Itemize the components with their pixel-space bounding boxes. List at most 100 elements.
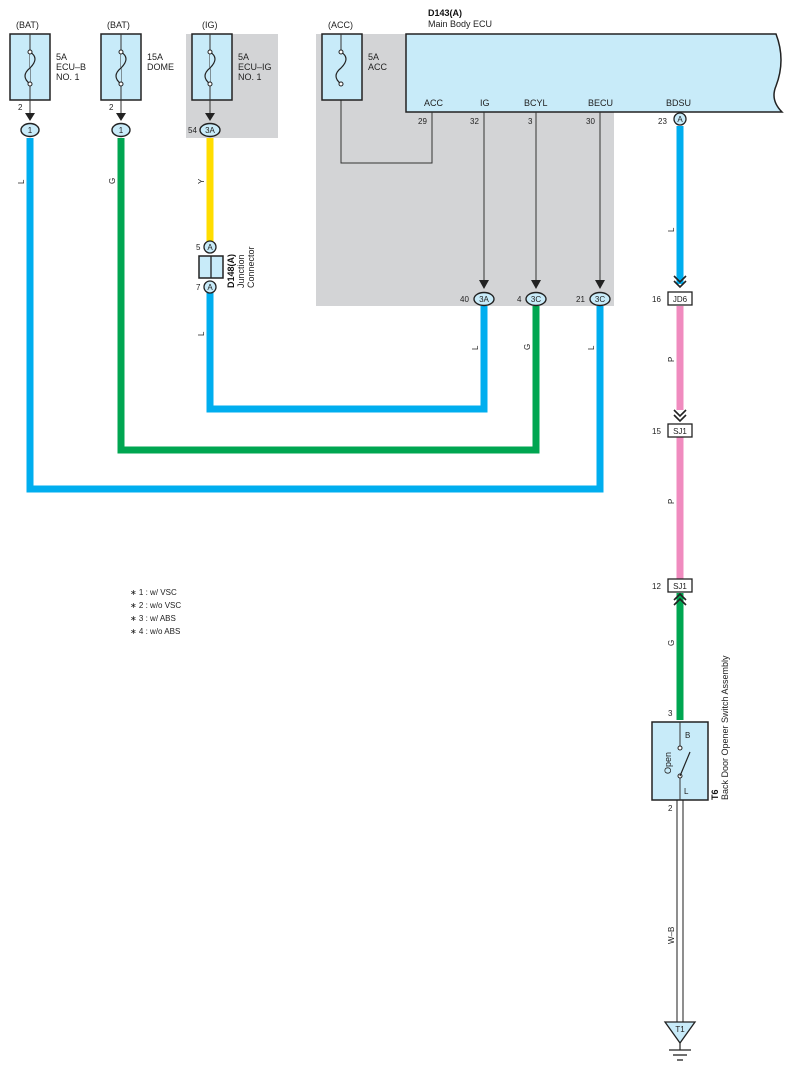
double-chevron-down-icon bbox=[673, 275, 687, 289]
switch-pin-bottom: 2 bbox=[668, 804, 673, 813]
note: ∗ 4 : w/o ABS bbox=[130, 627, 180, 636]
inline-conn-name: SJ1 bbox=[673, 427, 687, 436]
becu-arrow-icon bbox=[595, 280, 605, 289]
arrow-down-icon bbox=[116, 113, 126, 121]
wire-color-label: L bbox=[17, 179, 26, 184]
wire-color-label: L bbox=[587, 345, 596, 350]
ecu-code: D143(A) bbox=[428, 8, 462, 18]
ig-arrow-icon bbox=[479, 280, 489, 289]
junction-pin-bottom: 7 bbox=[196, 283, 201, 292]
bottom-conn: 3A bbox=[479, 295, 489, 304]
arrow-down-icon bbox=[205, 113, 215, 121]
fuse-source: (BAT) bbox=[16, 20, 39, 30]
note: ∗ 1 : w/ VSC bbox=[130, 588, 177, 597]
ecu-pin-bcyl-num: 3 bbox=[528, 117, 533, 126]
ecu-pin-acc-num: 29 bbox=[418, 117, 427, 126]
double-chevron-down-icon bbox=[673, 409, 687, 423]
ecu-pin-acc-label: ACC bbox=[424, 98, 444, 108]
ecu-connector-21: 3C 21 bbox=[576, 291, 611, 307]
acc-internal-line bbox=[340, 90, 433, 164]
inline-conn-pin: 15 bbox=[652, 427, 661, 436]
junction-conn-bottom: A bbox=[207, 283, 213, 292]
switch-pin-top: 3 bbox=[668, 709, 673, 718]
switch-code: T6 bbox=[710, 789, 720, 800]
wire-color-label: G bbox=[523, 344, 532, 350]
wire-color-label: G bbox=[108, 178, 117, 184]
fuse-element-icon bbox=[24, 51, 36, 85]
wire-color-label: L bbox=[471, 345, 480, 350]
ground-label: T1 bbox=[675, 1025, 685, 1034]
junction-conn-top: A bbox=[207, 243, 213, 252]
fuse-name-2: NO. 1 bbox=[56, 72, 80, 82]
switch-name: Back Door Opener Switch Assembly bbox=[720, 655, 730, 800]
fuse-rating: 5A bbox=[238, 52, 249, 62]
ground-t1: T1 bbox=[663, 1021, 697, 1061]
ecu-pin-bcyl-label: BCYL bbox=[524, 98, 548, 108]
fuse-conn: 3A bbox=[205, 126, 215, 135]
fuse-ecu-ig: (IG) 5A ECU–IG NO. 1 54 3A bbox=[188, 20, 272, 138]
ecu-connector-4: 3C 4 bbox=[517, 291, 547, 307]
fuse-name-2: NO. 1 bbox=[238, 72, 262, 82]
ground-icon bbox=[669, 1049, 691, 1061]
fuse-acc: (ACC) 5A ACC bbox=[321, 20, 388, 101]
ecu-pin-bdsu-label: BDSU bbox=[666, 98, 691, 108]
fuse-rating: 15A bbox=[147, 52, 163, 62]
fuse-source: (IG) bbox=[202, 20, 218, 30]
connector-jd6: JD6 16 bbox=[652, 275, 693, 306]
wire-color-label: L bbox=[197, 331, 206, 336]
junction-connector: A 5 A 7 D148(A) Junction Connector bbox=[196, 240, 256, 294]
inline-conn-name: JD6 bbox=[673, 295, 688, 304]
inline-conn-pin: 16 bbox=[652, 295, 661, 304]
fuse-pin: 2 bbox=[18, 103, 23, 112]
note: ∗ 3 : w/ ABS bbox=[130, 614, 176, 623]
fuse-pin: 2 bbox=[109, 103, 114, 112]
bottom-pin: 21 bbox=[576, 295, 585, 304]
fuse-dome: (BAT) 15A DOME 2 1 bbox=[100, 20, 174, 138]
main-body-ecu: D143(A) Main Body ECU ACC IG BCYL BECU B… bbox=[405, 8, 784, 113]
fuse-element-icon bbox=[204, 51, 216, 85]
fuse-source: (BAT) bbox=[107, 20, 130, 30]
switch-label: Open bbox=[663, 752, 673, 774]
inline-conn-pin: 12 bbox=[652, 582, 661, 591]
ecu-pin-ig-label: IG bbox=[480, 98, 490, 108]
fuse-pin: 54 bbox=[188, 126, 197, 135]
junction-pin-top: 5 bbox=[196, 243, 201, 252]
wire-color-label: L bbox=[667, 227, 676, 232]
wire-color-label: G bbox=[667, 640, 676, 646]
bottom-conn: 3C bbox=[595, 295, 605, 304]
bdsu-conn: A bbox=[677, 115, 683, 124]
ecu-pin-ig-num: 32 bbox=[470, 117, 479, 126]
inline-conn-name: SJ1 bbox=[673, 582, 687, 591]
back-door-opener-switch: 3 B L Open 2 T6 Back Door Opener Switch … bbox=[651, 655, 730, 813]
note: ∗ 2 : w/o VSC bbox=[130, 601, 181, 610]
wire-color-label: W–B bbox=[667, 927, 676, 944]
switch-term-bottom: L bbox=[684, 787, 689, 796]
bottom-conn: 3C bbox=[531, 295, 541, 304]
ecu-pin-bdsu-num: 23 bbox=[658, 117, 667, 126]
ecu-name: Main Body ECU bbox=[428, 19, 492, 29]
fuse-element-icon bbox=[335, 51, 347, 85]
fuse-name: ACC bbox=[368, 62, 388, 72]
ecu-pin-becu-label: BECU bbox=[588, 98, 613, 108]
arrow-down-icon bbox=[25, 113, 35, 121]
switch-term-top: B bbox=[685, 731, 690, 740]
fuse-source: (ACC) bbox=[328, 20, 353, 30]
junction-name: Junction bbox=[236, 254, 246, 288]
bcyl-arrow-icon bbox=[531, 280, 541, 289]
wire-color-label: Y bbox=[197, 178, 206, 184]
fuse-ecu-b: (BAT) 5A ECU–B NO. 1 2 1 bbox=[9, 20, 86, 138]
bottom-pin: 4 bbox=[517, 295, 522, 304]
wire-color-label: P bbox=[667, 499, 676, 504]
wire-switch-to-ground bbox=[676, 800, 684, 1022]
junction-name-2: Connector bbox=[246, 246, 256, 288]
fuse-name: DOME bbox=[147, 62, 174, 72]
wire-ecu-b-to-becu bbox=[26, 138, 604, 493]
fuse-name: ECU–IG bbox=[238, 62, 272, 72]
bottom-pin: 40 bbox=[460, 295, 469, 304]
fuse-conn: 1 bbox=[119, 126, 124, 135]
fuse-rating: 5A bbox=[368, 52, 379, 62]
footnotes: ∗ 1 : w/ VSC ∗ 2 : w/o VSC ∗ 3 : w/ ABS … bbox=[130, 588, 181, 636]
fuse-element-icon bbox=[115, 51, 127, 85]
junction-code: D148(A) bbox=[226, 254, 236, 288]
